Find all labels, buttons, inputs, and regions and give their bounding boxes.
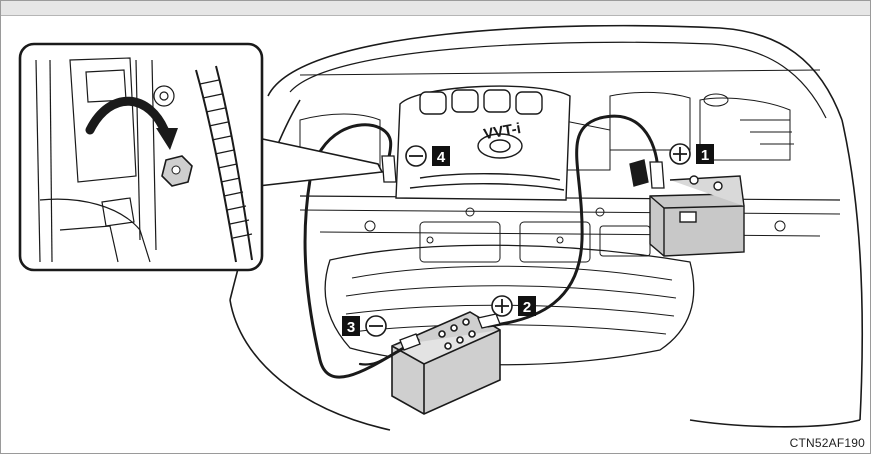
negative-cable bbox=[303, 123, 420, 379]
jumper-cables bbox=[303, 114, 660, 379]
car-body-outline bbox=[229, 24, 864, 431]
clamp-positive-vehicle bbox=[649, 161, 665, 189]
positive-cable bbox=[486, 114, 660, 328]
clamp-negative-booster bbox=[399, 333, 421, 351]
step-4-number: 4 bbox=[437, 149, 446, 166]
step-2-number: 2 bbox=[523, 299, 531, 316]
inset-leader bbox=[257, 137, 384, 187]
step-3-number: 3 bbox=[347, 319, 355, 336]
step-1-number: 1 bbox=[701, 147, 709, 164]
header-strip bbox=[1, 1, 870, 16]
engine-cover-label: VVT-i bbox=[482, 120, 522, 143]
clamp-positive-booster bbox=[477, 313, 501, 329]
step-4-callout: 4 bbox=[405, 145, 450, 167]
ground-point-inset bbox=[18, 42, 264, 272]
vehicle-battery bbox=[649, 175, 745, 257]
step-3-callout: 3 bbox=[342, 315, 387, 337]
ground-arrow-icon bbox=[85, 96, 171, 139]
step-1-callout: 1 bbox=[669, 143, 714, 165]
cable-clamps bbox=[381, 155, 665, 351]
step-2-callout: 2 bbox=[491, 295, 536, 317]
engine-cover bbox=[395, 85, 571, 201]
booster-battery bbox=[391, 311, 501, 415]
figure-code: CTN52AF190 bbox=[789, 436, 865, 450]
clamp-negative-engine bbox=[381, 155, 397, 183]
